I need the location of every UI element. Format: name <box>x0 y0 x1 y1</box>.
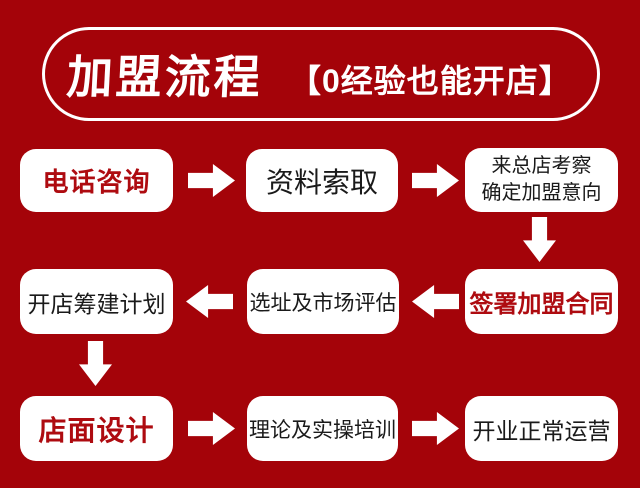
step-store-design: 店面设计 <box>20 396 173 461</box>
step-site-evaluation: 选址及市场评估 <box>247 269 399 334</box>
arrow-down-icon <box>79 341 112 386</box>
step-info-request: 资料索取 <box>246 149 398 212</box>
step-sign-contract: 签署加盟合同 <box>465 269 618 334</box>
arrow-left-icon <box>412 285 459 318</box>
arrow-right-icon <box>412 412 459 445</box>
step-training: 理论及实操培训 <box>247 396 398 461</box>
step-store-plan: 开店筹建计划 <box>20 269 173 334</box>
step-phone-consult: 电话咨询 <box>20 149 173 212</box>
arrow-right-icon <box>188 412 235 445</box>
page-subtitle: 【0经验也能开店】 <box>289 62 572 99</box>
arrow-left-icon <box>186 285 233 318</box>
page-title: 加盟流程 <box>65 51 265 103</box>
step-opening: 开业正常运营 <box>465 396 618 461</box>
arrow-down-icon <box>523 217 556 262</box>
arrow-right-icon <box>412 164 459 197</box>
step-hq-visit: 来总店考察 确定加盟意向 <box>465 148 618 212</box>
arrow-right-icon <box>188 164 235 197</box>
header-banner: 加盟流程 【0经验也能开店】 <box>42 27 600 121</box>
